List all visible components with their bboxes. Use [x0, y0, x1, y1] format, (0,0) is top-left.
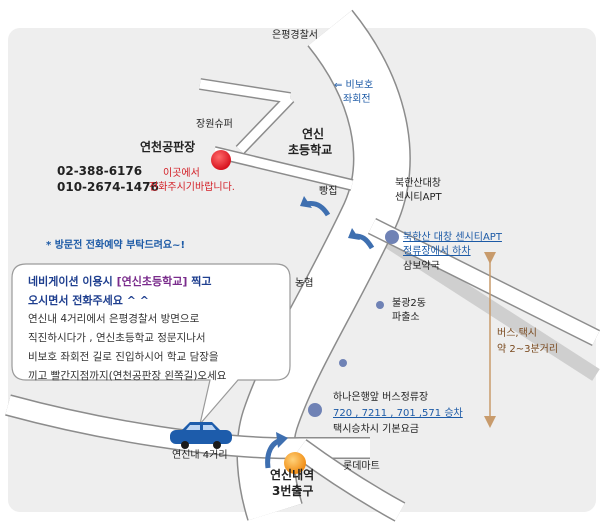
- label-taxi-fare: 택시승차시 기본요금: [333, 424, 419, 435]
- bubble-line-3: 비보호 좌회전 길로 진입하시어 학교 담장을: [28, 351, 219, 363]
- police-box-marker: [376, 301, 384, 309]
- label-phone-1: 02-388-6176: [57, 164, 143, 178]
- bus-stop-apt-marker: [385, 230, 399, 244]
- label-bukhansan-apt-2: 센시티APT: [395, 192, 442, 203]
- car-icon: [170, 422, 232, 449]
- label-bus-stop-apt-1: 북한산 대창 센시티APT: [403, 232, 502, 243]
- label-phone-2: 010-2674-1476: [57, 180, 159, 194]
- label-bus-taxi-2: 약 2~3분거리: [497, 344, 559, 355]
- label-samboyakguk: 삼보약국: [403, 261, 440, 272]
- label-call-here-1: 이곳에서: [163, 168, 200, 179]
- label-bulgwang-1: 불광2동: [392, 298, 426, 309]
- label-station-exit-1: 연신내역: [270, 468, 315, 482]
- label-lotte-mart: 롯데마트: [343, 461, 380, 472]
- label-bus-stop-apt-2: 정류장에서 하차: [403, 246, 471, 257]
- navigation-tip-bubble: [11, 263, 291, 425]
- label-bibo-left: 좌회전: [343, 94, 371, 105]
- label-reservation-notice: * 방문전 전화예약 부탁드려요~!: [46, 240, 186, 251]
- bubble-line-1: 연신내 4거리에서 은평경찰서 방면으로: [28, 313, 200, 325]
- label-nonghyup: 농협: [295, 278, 314, 289]
- label-bus-taxi-1: 버스,택시: [497, 328, 537, 339]
- label-bus-numbers: 720 , 7211 , 701 ,571 승차: [333, 408, 463, 419]
- label-yeonsin-school-2: 초등학교: [288, 143, 333, 157]
- station-exit-marker: [284, 452, 306, 474]
- label-jangwon-super: 장원슈퍼: [196, 119, 233, 130]
- map-background: [8, 28, 596, 512]
- bus-stop-hana-marker: [308, 403, 322, 417]
- navigation-tip-text: 네비게이션 이용시 [연신초등학교] 찍고 오시면서 전화주세요 ^ ^ 연신내…: [28, 272, 286, 386]
- label-call-here-2: 전화주시기바랍니다.: [149, 182, 235, 193]
- label-crossroad: 연신내 4거리: [172, 450, 228, 461]
- bubble-line-4: 끼고 빨간지점까지(연천공판장 왼쪽길)오세요: [28, 370, 227, 382]
- label-yeoncheon-gym: 연천공판장: [140, 140, 196, 154]
- label-station-exit-2: 3번출구: [272, 484, 314, 498]
- bubble-heading-line2: 오시면서 전화주세요 ^ ^: [28, 294, 150, 307]
- label-bukhansan-apt-1: 북한산대창: [395, 178, 441, 189]
- label-bakery: 빵집: [319, 186, 338, 197]
- label-yeonsin-school-1: 연신: [302, 127, 325, 141]
- label-bibo-arrow: ⇐ 비보호: [334, 80, 374, 91]
- nonghyup-marker: [339, 359, 347, 367]
- bubble-line-2: 직진하시다가 , 연신초등학교 정문지나서: [28, 332, 206, 344]
- bubble-heading: 네비게이션 이용시 [연신초등학교] 찍고: [28, 275, 212, 288]
- label-bulgwang-2: 파출소: [392, 312, 420, 323]
- label-police-station: 은평경찰서: [272, 30, 318, 41]
- label-hana-bank: 하나은행앞 버스정류장: [333, 392, 429, 403]
- destination-marker: [211, 150, 231, 170]
